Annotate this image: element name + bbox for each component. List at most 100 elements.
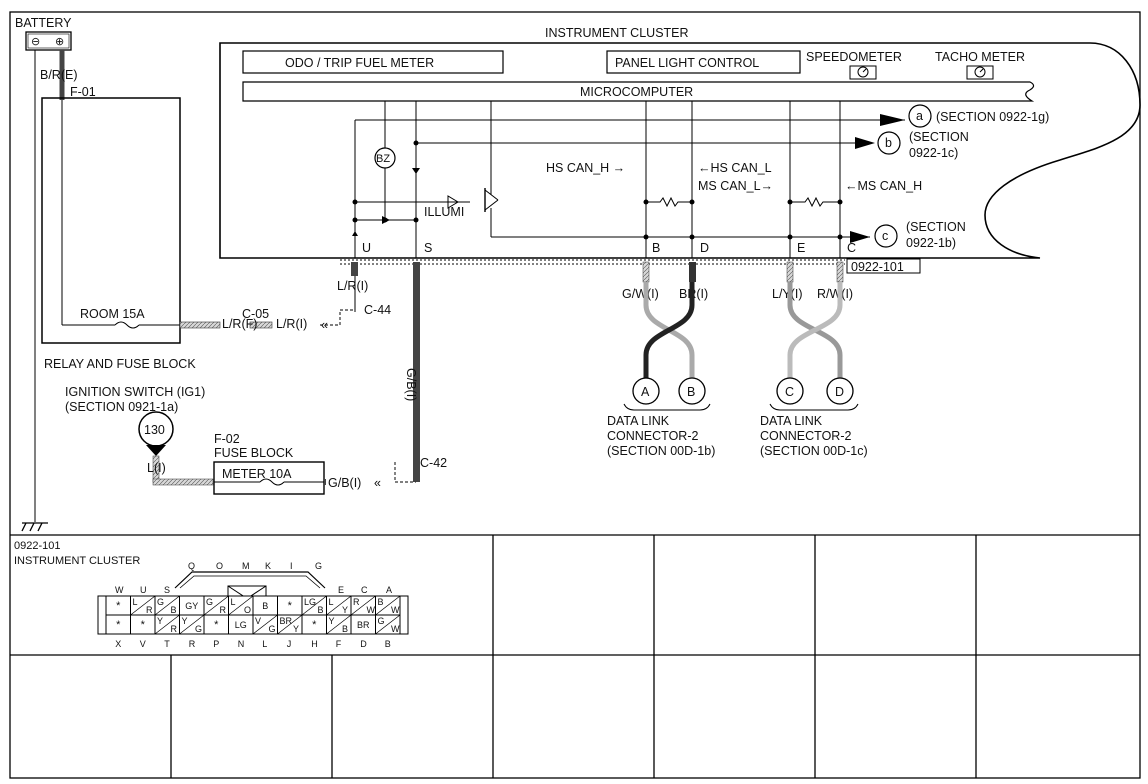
connector-c44: C-44 [364,303,391,317]
pin-cell: LO [228,595,254,616]
svg-text:G: G [157,597,164,607]
pin-cell: LY [326,595,352,616]
pin-cell: GB [154,595,180,616]
pin-top-letter: U [140,585,147,595]
pin-tab-letter: M [242,561,250,571]
page-frame [9,11,1141,779]
svg-text:B: B [171,605,177,615]
pin-e: E [797,241,805,255]
pin-cell: GR [203,595,229,616]
pin-tab-letter: G [315,561,322,571]
svg-text:R: R [220,605,227,615]
svg-text:G: G [206,597,213,607]
fuse-ref-f01: F-01 [70,85,96,99]
meter-fuse-icon [259,478,285,486]
meter-out-wire: G/B(I) [328,476,361,490]
dlc-left-line1: DATA LINK [607,414,670,428]
section-c-line2: 0922-1b) [906,236,956,250]
fuse-block-f02: F-02 FUSE BLOCK METER 10A G/B(I) [213,432,361,495]
connector-id-label: 0922-101 [851,260,904,274]
wire-u-label: L/R(I) [337,279,368,293]
pin-bottom-letter: H [311,639,318,649]
pin-bottom-letter: D [360,639,367,649]
wire-ly: L/Y(I) [772,287,803,301]
pin-cell: * [301,614,327,635]
battery-plus-icon: ⊕ [55,36,64,48]
pin-cell: VG [252,614,278,635]
svg-text:W: W [367,605,376,615]
svg-text:V: V [255,616,261,626]
svg-text:LG: LG [235,620,247,630]
svg-text:O: O [244,605,251,615]
pin-top-letter: A [386,585,392,595]
wire-s-label: G/B(I) [404,368,418,401]
pin-cell: B [252,595,278,616]
section-b-line2: 0922-1c) [909,146,958,160]
illumi-label: ILLUMI [424,205,464,219]
svg-text:L: L [231,597,236,607]
svg-text:*: * [288,600,293,612]
svg-text:Y: Y [342,605,348,615]
pin-cell: YB [326,614,352,635]
pin-cell: BR [350,614,376,635]
pin-bottom-letter: L [262,639,267,649]
pin-cell: * [105,614,131,635]
pin-cell: * [105,595,131,616]
panel-light-label: PANEL LIGHT CONTROL [615,56,759,70]
wire-rw: R/W(I) [817,287,853,301]
can-pairs: G/W(I) BR(I) L/Y(I) R/W(I) A B C D DATA … [607,261,868,458]
pin-cell: RW [350,595,376,616]
tacho-icon [966,65,994,80]
ignition-ref: 130 [144,423,165,437]
pin-tab-letter: O [216,561,223,571]
section-c-line1: (SECTION [906,220,966,234]
svg-text:BR: BR [280,616,293,626]
microcomputer-label: MICROCOMPUTER [580,85,693,99]
wire-lr-i: L/R(I) [276,317,307,331]
dlc-right-line2: CONNECTOR-2 [760,429,851,443]
svg-text:L: L [329,597,334,607]
microcomputer-box [242,81,1035,102]
svg-text:*: * [116,619,121,631]
svg-text:*: * [214,619,219,631]
svg-text:Y: Y [329,616,335,626]
dlc-left-line3: (SECTION 00D-1b) [607,444,715,458]
pin-top-letter: S [164,585,170,595]
svg-text:G: G [269,624,276,634]
pin-bottom-letter: B [385,639,391,649]
ms-can-h-label: ←MS CAN_H [845,179,922,193]
svg-text:«: « [374,476,381,490]
hs-can-l-label: ←HS CAN_L [698,161,772,175]
svg-text:BR: BR [357,620,370,630]
ignition-switch: IGNITION SWITCH (IG1) (SECTION 0921-1a) … [65,385,214,486]
svg-text:*: * [116,600,121,612]
pin-cell: * [277,595,303,616]
pin-cell: LR [130,595,156,616]
battery-minus-icon: ⊖ [31,36,40,48]
dlc-pin-d: D [835,385,844,399]
pin-s: S [424,241,432,255]
wire-lr-f: L/R(F) [222,317,257,331]
buzzer-label: BZ [376,153,390,165]
section-a-letter: a [916,109,923,123]
pin-top-letter: C [361,585,368,595]
connector-c42: C-42 [420,456,447,470]
battery-wire-label: B/R(E) [40,68,78,82]
section-b-line1: (SECTION [909,130,969,144]
pin-top-letter: E [338,585,344,595]
pin-bottom-letter: N [238,639,245,649]
pin-tab-letter: I [290,561,293,571]
pin-cell: YR [154,614,180,635]
dlc-left-line2: CONNECTOR-2 [607,429,698,443]
fuse-icon [114,321,140,329]
svg-text:B: B [318,605,324,615]
ignition-wire-label: L(I) [147,461,166,475]
svg-text:B: B [262,601,268,611]
odo-box [242,50,504,74]
svg-text:R: R [171,624,178,634]
